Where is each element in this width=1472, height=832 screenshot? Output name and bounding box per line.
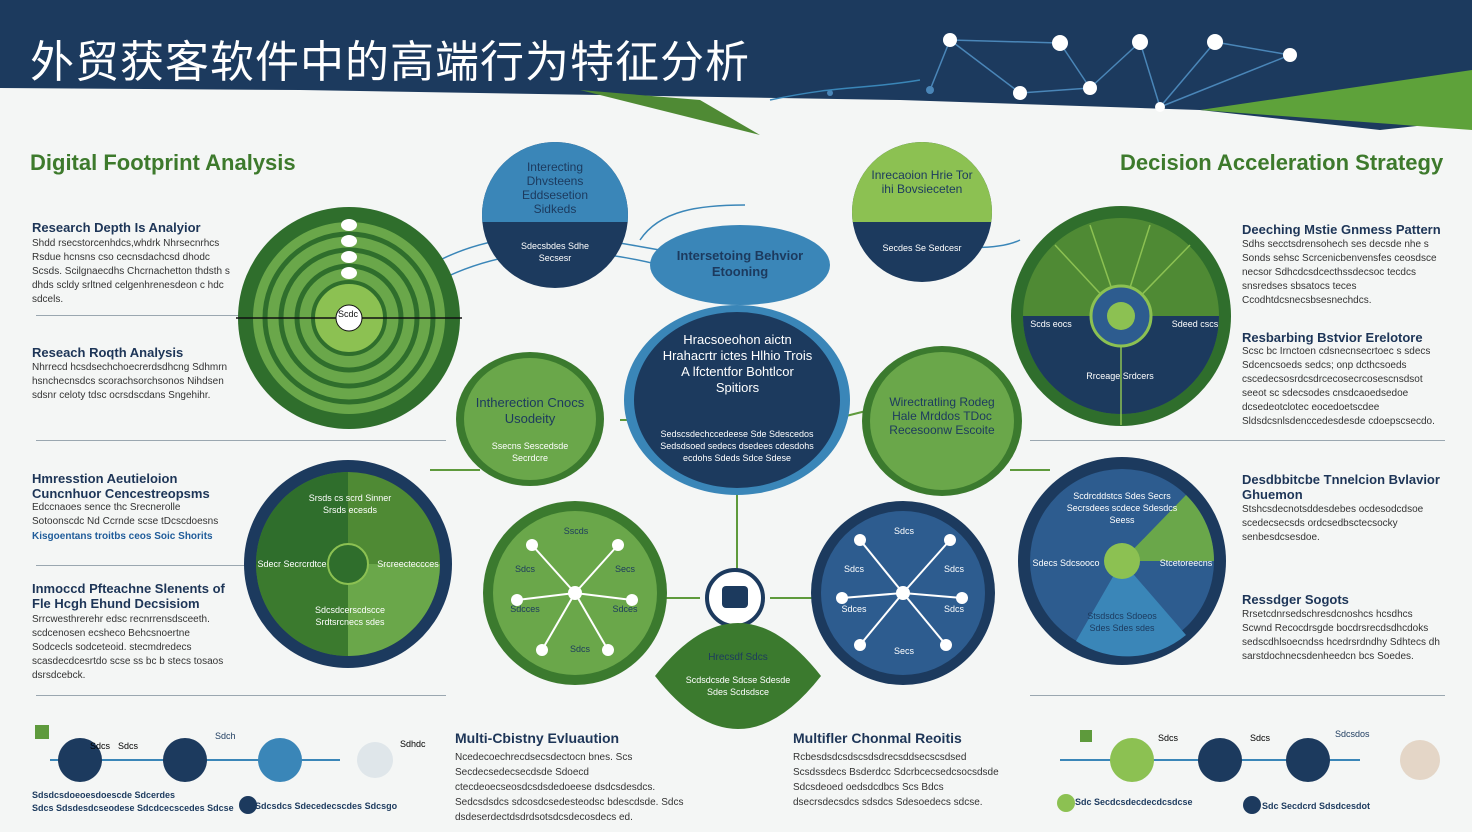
core-behavior-sub: Sedscsdechccedeese Sde Sdescedos Sedsdso… — [660, 429, 814, 463]
hub-inner-icon — [722, 586, 748, 608]
decision-left-label: Scds eocs — [1030, 319, 1072, 329]
divider — [1030, 440, 1445, 441]
interaction-consideration-sub: Secdes Se Sedcesr — [882, 243, 962, 253]
left-timeline — [35, 725, 393, 814]
timeline-right-node-3: Sdcsdos — [1335, 729, 1370, 739]
transition-right-label: Stcetoreecns — [1159, 558, 1213, 568]
green-node-6: Sdcs — [569, 644, 590, 654]
left-section-4-title: Inmoccd Pfteachne Slenents of Fle Hcgh E… — [32, 581, 225, 611]
divider — [36, 565, 446, 566]
blue-node-1: Sdcs — [893, 526, 914, 536]
left-section-2-title: Reseach Roqth Analysis — [32, 345, 184, 360]
multi-criteria-text: Ncedecoechrecdsecsdectocn bnes. Scs Secd… — [455, 752, 684, 823]
left-section-3-text: Edccnaoes sence thc Srecnerolle Sotoonsc… — [32, 502, 219, 527]
interaction-circle — [464, 358, 596, 480]
left-section-1-title: Research Depth Is Analyior — [32, 220, 201, 235]
right-section-2-text: Scsc bc Irnctoen cdsnecnsecrtoec s sdecs… — [1242, 346, 1435, 427]
transition-top-label: Scdrcddstcs Sdes Secrs Secrsdees scdece … — [1066, 491, 1178, 525]
interaction-consideration-title: Inrecaoion Hrie Tor ihi Bovsieceten — [871, 168, 973, 196]
interaction-quadrant-circle — [244, 460, 452, 668]
left-section-3-link[interactable]: Kisgoentans troitbs ceos Soic Shorits — [32, 531, 213, 542]
interaction-circle-title: Intherection Cnocs Usodeity — [475, 395, 585, 426]
right-mid-circle-title: Wirectratling Rodeg Hale Mrddos TDoc Rec… — [889, 395, 995, 437]
transition-behavior-circle — [1018, 457, 1226, 665]
quadrant-top-label: Srsds cs scrd Sinner Srsds ecesds — [308, 493, 392, 515]
timeline-right-node-1: Sdcs — [1158, 733, 1179, 743]
bottom-lens-sub: Scdsdcsde Sdcse Sdesde Sdes Scdsdsce — [685, 675, 791, 697]
green-node-2: Sdcs — [514, 564, 535, 574]
multi-channel-text: Rcbesdsdcsdscsdsdrecsddsecscsdsed Scsdss… — [793, 752, 999, 808]
green-node-1: Sscds — [563, 526, 589, 536]
left-heading: Digital Footprint Analysis — [30, 150, 296, 175]
interacting-dimensions-bubble — [482, 142, 628, 288]
left-section-1-text: Shdd rsecstorcenhdcs,whdrk Nhrsecnrhcs R… — [32, 238, 230, 305]
research-depth-circle — [236, 207, 462, 429]
transition-bottom-label: Stsdsdcs Sdoeos Sdes Sdes sdes — [1087, 611, 1157, 633]
left-section-2-text: Nhrrecd hcsdsechchoecrerdsdhcng Sdhmrn h… — [32, 362, 228, 401]
divider — [36, 695, 446, 696]
page-title: 外贸获客软件中的高端行为特征分析 — [30, 37, 750, 88]
right-section-3-title: Desdbbitcbe Tnnelcion Bvlavior Ghuemon — [1242, 472, 1440, 502]
quadrant-left-label: Sdecr Secrcrdtce — [257, 559, 327, 569]
transition-left-label: Sdecs Sdcsooco — [1032, 558, 1100, 568]
left-section-3-title: Hmresstion Aeutieloion Cuncnhuor Cencest… — [32, 471, 210, 501]
bottom-lens-shape — [655, 623, 821, 729]
header-band — [0, 0, 1472, 135]
quadrant-bottom-label: Sdcsdcerscdscce Srdtsrcnecs sdes — [314, 605, 386, 627]
interacting-dimensions-sub: Sdecsbdes Sdhe Secsesr — [520, 241, 590, 263]
right-section-4-text: Rrsetcdnrsedschresdcnoshcs hcsdhcs Scwnd… — [1242, 609, 1440, 662]
blue-node-5: Sdcs — [943, 604, 964, 614]
timeline-left-node-3: Sdch — [215, 731, 236, 741]
right-section-1-text: Sdhs secctsdrensohech ses decsde nhe s S… — [1242, 239, 1437, 306]
bottom-lens-title: Hrecsdf Sdcs — [708, 652, 768, 663]
decision-center-label: Rrceage Srdcers — [1086, 371, 1154, 381]
green-node-3: Secs — [614, 564, 635, 574]
timeline-left-node-1: Sdcs — [90, 741, 111, 751]
multi-channel-title: Multifler Chonmal Reoitis — [793, 730, 962, 746]
research-depth-center-label: Scdc — [337, 309, 358, 319]
divider — [36, 440, 446, 441]
left-section-4-text: Srrcwesthrerehr edsc recnrrensdsceeth. s… — [32, 614, 224, 681]
timeline-left-caption: Sdsdcsdoeoesdoescde Sdcerdes — [32, 790, 176, 800]
blue-node-2: Sdcs — [843, 564, 864, 574]
green-network-circle — [483, 501, 667, 685]
blue-node-6: Secs — [893, 646, 914, 656]
multi-criteria-title: Multi-Cbistny Evluaution — [455, 730, 620, 746]
divider — [1030, 695, 1445, 696]
timeline-left-badge: Sdcsdcs Sdecedecscdes Sdcsgo — [255, 801, 398, 811]
timeline-right-node-2: Sdcs — [1250, 733, 1271, 743]
timeline-right-badge-2: Sdc Secdcrd Sdsdcesdot — [1262, 801, 1371, 811]
core-behavior-title: Hracsoeohon aictn Hrahacrtr ictes Hlhio … — [662, 332, 813, 395]
right-mid-circle — [870, 352, 1014, 490]
blue-node-3: Sdcs — [943, 564, 964, 574]
decision-right-label: Sdeed cscs — [1171, 319, 1219, 329]
right-section-4-title: Ressdger Sogots — [1242, 592, 1349, 607]
right-section-2-title: Resbarbing Bstvior Erelotore — [1242, 330, 1423, 345]
timeline-left-node-4: Sdhdc — [400, 739, 426, 749]
core-behavior-inner — [634, 312, 840, 488]
interaction-consideration-bubble — [852, 142, 992, 282]
timeline-left-caption2: Sdcs Sdsdesdcseodese Sdcdcecscedes Sdcse — [32, 803, 234, 813]
timeline-right-badge-1: Sdc Secdcsdecdecdcsdcse — [1075, 797, 1193, 807]
interaction-circle-sub: Ssecns Sescedsde Secrdcre — [491, 441, 569, 463]
behavior-booming-pill — [650, 225, 830, 305]
timeline-left-node-2: Sdcs — [118, 741, 139, 751]
right-section-1-title: Deeching Mstie Gnmess Pattern — [1242, 222, 1441, 237]
behavior-booming-label: Intersetoing Behvior Etooning — [676, 248, 804, 279]
right-timeline — [1057, 730, 1440, 814]
green-node-5: Sdces — [612, 604, 638, 614]
decision-pattern-circle — [1011, 206, 1231, 426]
green-node-4: Sdcces — [510, 604, 540, 614]
right-section-3-text: Stshcsdecnotsddesdebes ocdesodcdsoe sced… — [1242, 504, 1424, 543]
blue-network-circle — [811, 501, 995, 685]
interacting-dimensions-title: Interecting Dhvsteens Eddsesetion Sidked… — [521, 160, 589, 216]
quadrant-right-label: Srcreecteccces — [377, 559, 439, 569]
blue-node-4: Sdces — [841, 604, 867, 614]
right-heading: Decision Acceleration Strategy — [1120, 150, 1444, 175]
